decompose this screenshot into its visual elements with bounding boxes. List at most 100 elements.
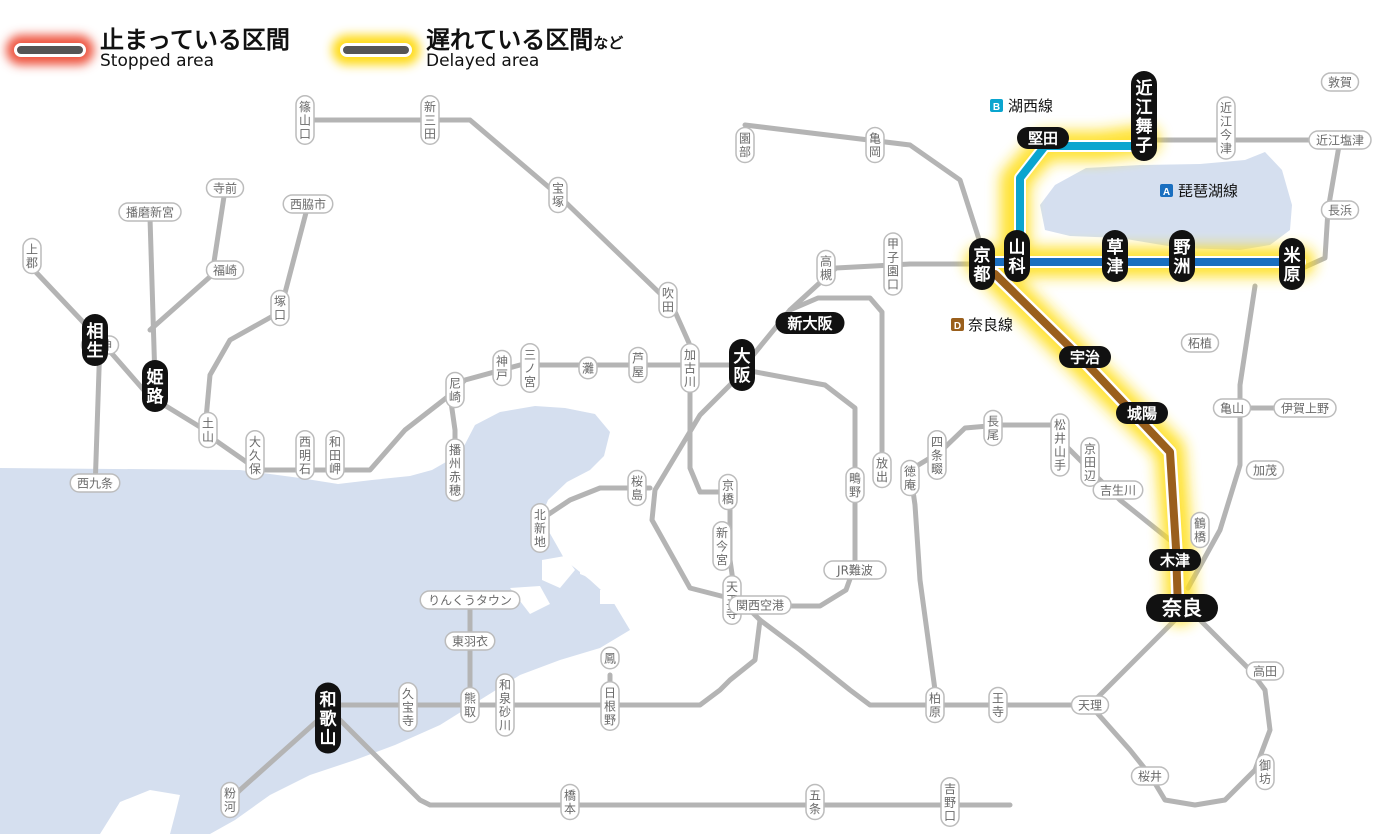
major-station-木津[interactable]: 木津 [1149,549,1201,571]
stopped-swatch [14,42,86,57]
station-福崎[interactable]: 福崎 [205,260,245,280]
station-近江塩津[interactable]: 近江塩津 [1308,130,1372,150]
major-station-野洲[interactable]: 野洲 [1169,230,1195,282]
station-長尾[interactable]: 長尾 [983,409,1003,447]
station-寺前[interactable]: 寺前 [205,178,245,198]
station-label-char: 条 [809,802,821,816]
station-日根野[interactable]: 日根野 [600,681,620,731]
station-放出[interactable]: 放出 [872,451,892,489]
station-上郡[interactable]: 上郡 [22,237,42,275]
station-鶴橋[interactable]: 鶴橋 [1190,511,1210,549]
major-station-新大阪[interactable]: 新大阪 [775,312,845,334]
station-橋本[interactable]: 橋本 [560,783,580,821]
major-station-京都[interactable]: 京都 [969,238,995,290]
station-加茂[interactable]: 加茂 [1245,460,1285,480]
station-園部[interactable]: 園部 [735,126,755,164]
major-station-和歌山[interactable]: 和歌山 [315,682,341,754]
station-label-char: 鳳 [604,651,616,665]
station-吉生川[interactable]: 吉生川 [1092,480,1144,500]
station-王寺[interactable]: 王寺 [988,686,1008,724]
station-五条[interactable]: 五条 [805,783,825,821]
station-宝塚[interactable]: 宝塚 [548,176,568,214]
station-label: 敦賀 [1328,75,1352,90]
station-粉河[interactable]: 粉河 [220,781,240,819]
station-京橋[interactable]: 京橋 [718,473,738,511]
station-加古川[interactable]: 加古川 [680,343,700,393]
station-桜井[interactable]: 桜井 [1130,766,1170,786]
station-柘植[interactable]: 柘植 [1180,333,1220,353]
station-久宝寺[interactable]: 久宝寺 [398,682,418,732]
station-播磨新宮[interactable]: 播磨新宮 [118,202,182,222]
station-label-char: 島 [631,487,643,502]
station-label-char: ノ [524,361,536,375]
station-label-char: 橋 [564,789,576,803]
station-御坊[interactable]: 御坊 [1255,753,1275,791]
station-label-char: 熊 [464,691,476,706]
station-尼崎[interactable]: 尼崎 [445,371,465,409]
station-西九条[interactable]: 西九条 [69,473,121,493]
major-station-大阪[interactable]: 大阪 [729,339,755,391]
station-伊賀上野[interactable]: 伊賀上野 [1273,398,1337,418]
station-亀山[interactable]: 亀山 [1212,398,1252,418]
station-label-char: 吉 [944,782,956,796]
major-station-城陽[interactable]: 城陽 [1116,402,1168,424]
major-station-相生[interactable]: 相生 [82,314,108,366]
station-柏原[interactable]: 柏原 [925,686,945,724]
station-吉野口[interactable]: 吉野口 [940,777,960,827]
station-label-char: 新 [534,520,546,535]
station-四条畷[interactable]: 四条畷 [927,430,947,480]
station-京田辺[interactable]: 京田辺 [1080,437,1100,487]
major-station-宇治[interactable]: 宇治 [1059,346,1111,368]
station-天理[interactable]: 天理 [1070,695,1110,715]
station-label-char: 根 [604,699,616,713]
station-鴫野[interactable]: 鴫野 [845,466,865,504]
station-亀岡[interactable]: 亀岡 [865,126,885,164]
station-高田[interactable]: 高田 [1245,661,1285,681]
station-新三田[interactable]: 新三田 [420,95,440,145]
station-りんくうタウン[interactable]: りんくうタウン [419,590,521,610]
station-鳳[interactable]: 鳳 [600,646,620,670]
station-関西空港[interactable]: 関西空港 [728,595,792,615]
station-神戸[interactable]: 神戸 [492,349,512,387]
station-吹田[interactable]: 吹田 [658,281,678,319]
station-桜島[interactable]: 桜島 [627,469,647,507]
major-station-姫路[interactable]: 姫路 [142,360,168,412]
station-新今宮[interactable]: 新今宮 [712,521,732,571]
station-和田岬[interactable]: 和田岬 [325,430,345,480]
station-高槻[interactable]: 高槻 [816,249,836,287]
station-灘[interactable]: 灘 [578,356,598,380]
station-土山[interactable]: 土山 [198,411,218,449]
station-label-char: 条 [931,448,943,462]
station-塚口[interactable]: 塚口 [270,289,290,327]
major-station-堅田[interactable]: 堅田 [1017,127,1069,149]
station-label-char: 鶴 [1194,516,1206,531]
station-西明石[interactable]: 西明石 [295,430,315,480]
station-徳庵[interactable]: 徳庵 [900,459,920,497]
station-label: 西脇市 [290,197,326,212]
station-三ノ宮[interactable]: 三ノ宮 [520,343,540,393]
station-長浜[interactable]: 長浜 [1320,200,1360,220]
station-大久保[interactable]: 大久保 [245,430,265,480]
major-station-山科[interactable]: 山科 [1004,230,1030,282]
station-label-char: 河 [224,800,236,814]
station-東羽衣[interactable]: 東羽衣 [444,631,496,651]
major-station-奈良[interactable]: 奈良 [1146,594,1218,622]
station-西脇市[interactable]: 西脇市 [282,194,334,214]
station-敦賀[interactable]: 敦賀 [1320,72,1360,92]
station-label-char: 橋 [722,492,734,506]
station-JR難波[interactable]: JR難波 [823,560,887,580]
station-芦屋[interactable]: 芦屋 [628,346,648,384]
station-label: 長浜 [1328,204,1352,218]
major-station-草津[interactable]: 草津 [1102,230,1128,282]
major-station-米原[interactable]: 米原 [1279,238,1305,290]
station-熊取[interactable]: 熊取 [460,686,480,724]
station-北新地[interactable]: 北新地 [530,503,550,553]
station-篠山口[interactable]: 篠山口 [295,95,315,145]
